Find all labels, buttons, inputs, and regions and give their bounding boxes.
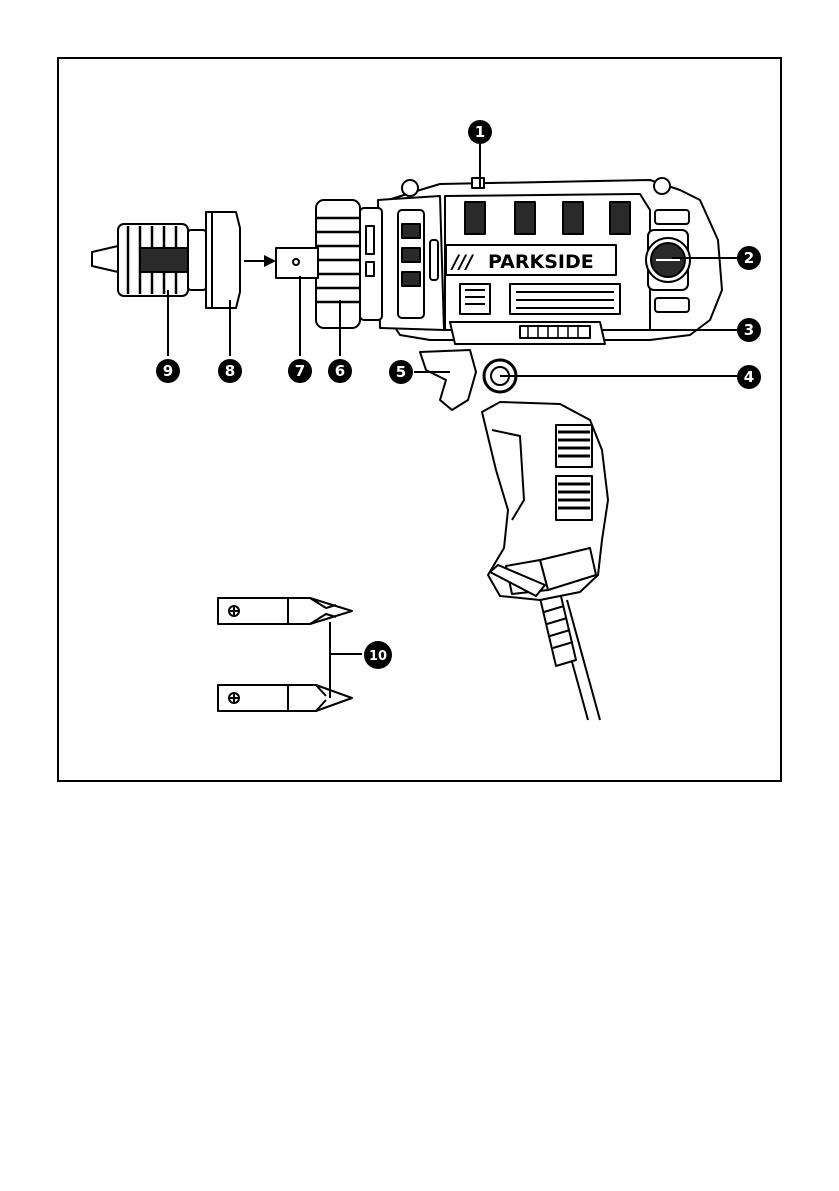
callout-4-label: 4 (744, 368, 754, 386)
callout-3-label: 3 (744, 321, 754, 339)
torque-switch (472, 178, 484, 188)
bit-top (218, 598, 352, 624)
keyless-chuck (92, 212, 240, 308)
brand-name: PARKSIDE (488, 251, 594, 273)
torque-collar (316, 200, 382, 328)
callout-8: 8 (218, 359, 242, 383)
figure-frame (58, 58, 781, 781)
callout-2-label: 2 (744, 249, 754, 267)
callout-1-label: 1 (475, 123, 485, 141)
callout-8-label: 8 (225, 362, 235, 380)
callout-2: 2 (737, 246, 761, 270)
callout-9-label: 9 (163, 362, 173, 380)
callout-7: 7 (288, 359, 312, 383)
callout-5-label: 5 (396, 363, 406, 381)
brand-mark: /// (450, 251, 475, 273)
callout-6-label: 6 (335, 362, 345, 380)
callout-10: 10 (364, 641, 392, 669)
callout-5: 5 (389, 360, 413, 384)
callout-6: 6 (328, 359, 352, 383)
power-cord (540, 592, 600, 720)
callout-3: 3 (737, 318, 761, 342)
bit-bottom (218, 685, 352, 711)
trigger (420, 350, 476, 410)
callout-7-label: 7 (295, 362, 305, 380)
callout-1: 1 (468, 120, 492, 144)
callout-10-label: 10 (369, 649, 387, 664)
spindle (276, 248, 318, 278)
callout-9: 9 (156, 359, 180, 383)
callout-4: 4 (737, 365, 761, 389)
assembly-arrow (244, 255, 276, 267)
